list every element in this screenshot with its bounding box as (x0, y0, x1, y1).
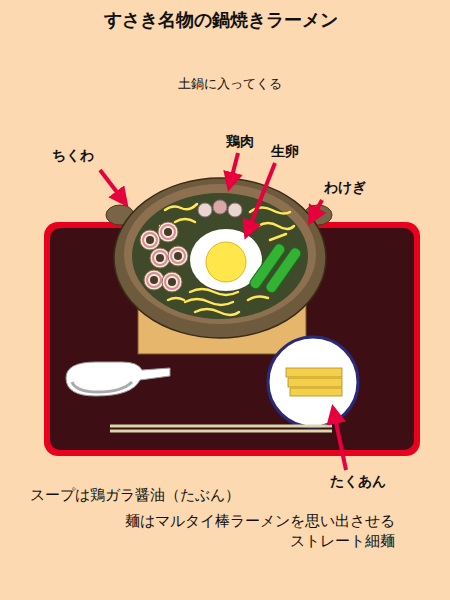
chopsticks (110, 426, 332, 431)
takuan (286, 368, 342, 396)
tray-rim (44, 222, 420, 456)
chicken (198, 200, 242, 217)
part-label: たくあん (308, 472, 408, 490)
part-label: 鶏肉 (200, 132, 280, 150)
part-label: 生卵 (245, 142, 325, 160)
noodles (160, 204, 294, 315)
part-label: わけぎ (305, 178, 385, 196)
green-onion (248, 242, 303, 295)
part-label: ちくわ (52, 146, 132, 164)
subtitle: 土鍋に入ってくる (130, 76, 330, 93)
chikuwa (140, 222, 188, 292)
egg-yolk (206, 242, 246, 282)
spoon (66, 362, 170, 396)
note: スープは鶏ガラ醤油（たぶん） (30, 486, 330, 506)
soup (132, 193, 308, 319)
clay-pot (114, 178, 326, 338)
note: 麺はマルタイ棒ラーメンを思い出させる ストレート細麺 (111, 512, 395, 551)
leader-arrow (100, 153, 346, 470)
tray (50, 228, 414, 450)
title: すさき名物の鍋焼きラーメン (0, 8, 446, 31)
takuan-plate (268, 337, 358, 427)
pot-rim (124, 184, 316, 324)
